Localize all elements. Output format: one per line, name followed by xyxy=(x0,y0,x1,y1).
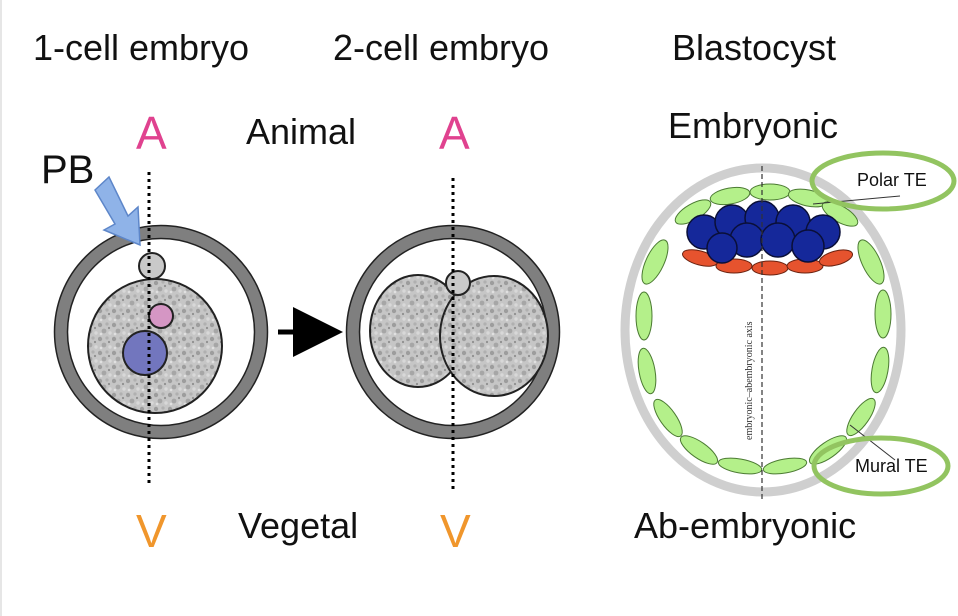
vegetal-pole-marker-2: V xyxy=(440,505,471,557)
animal-label: Animal xyxy=(246,111,357,152)
vegetal-pole-marker-1: V xyxy=(136,505,167,557)
polar-body xyxy=(138,252,166,280)
animal-pole-marker-1: A xyxy=(136,107,167,159)
female-pronucleus xyxy=(148,303,174,329)
left-border xyxy=(0,0,2,616)
male-pronucleus xyxy=(122,330,168,376)
ab-embryonic-label: Ab-embryonic xyxy=(634,505,857,546)
title-blastocyst: Blastocyst xyxy=(672,27,837,68)
pb-label: PB xyxy=(41,148,95,192)
blastomere-right xyxy=(439,275,549,397)
mural-te-highlight xyxy=(811,435,951,497)
inner-cell-mass xyxy=(686,200,841,264)
polar-body xyxy=(445,270,471,296)
pb-arrow xyxy=(94,175,141,247)
polar-te-highlight xyxy=(809,150,957,212)
zona xyxy=(620,163,906,497)
one-cell-embryo xyxy=(53,172,269,486)
embryonic-label: Embryonic xyxy=(668,105,839,146)
polar-te-leader xyxy=(812,195,901,205)
zona-pellucida xyxy=(54,225,268,439)
mural-te-leader xyxy=(849,424,896,461)
title-two-cell: 2-cell embryo xyxy=(333,27,550,68)
blastocyst: embryonic–abembryonic axis xyxy=(620,150,957,500)
axis-label: embryonic–abembryonic axis xyxy=(744,321,755,440)
animal-pole-marker-2: A xyxy=(439,107,470,159)
two-cell-embryo xyxy=(345,178,561,490)
polar-te-label: Polar TE xyxy=(857,170,927,190)
mural-te-label: Mural TE xyxy=(855,456,928,476)
title-one-cell: 1-cell embryo xyxy=(33,27,250,68)
vegetal-label: Vegetal xyxy=(238,505,359,546)
